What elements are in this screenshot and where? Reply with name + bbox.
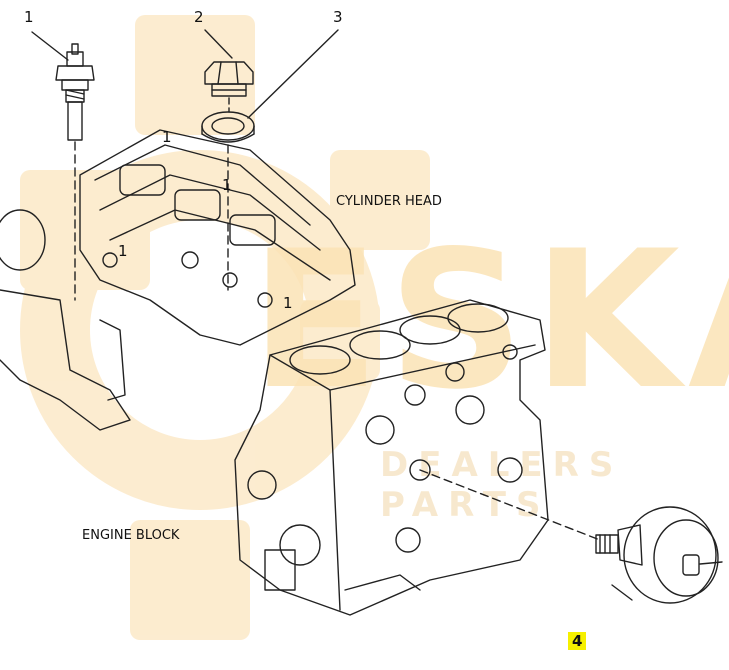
engine-block-label: ENGINE BLOCK — [82, 528, 180, 543]
watermark-subtext: DEALERS PARTS — [380, 445, 624, 525]
cylinder-head-label: CYLINDER HEAD — [336, 194, 442, 209]
callout-4-highlighted: 4 — [568, 632, 587, 650]
callout-2: 2 — [194, 8, 204, 26]
cylinder-head — [0, 129, 356, 431]
callout-3: 3 — [333, 8, 343, 26]
leader-line-4 — [611, 584, 633, 601]
callout-1-head-d: 1 — [283, 294, 293, 312]
leader-line-1 — [31, 31, 69, 61]
oil-pressure-switch-part-4 — [595, 506, 723, 604]
temperature-sender-part-1 — [55, 43, 95, 141]
leader-line-2 — [204, 29, 233, 59]
plug-part-2 — [204, 61, 254, 97]
engine-block — [234, 299, 549, 616]
callout-1-head-c: 1 — [118, 242, 128, 260]
callout-1: 1 — [24, 8, 34, 26]
axis-line-4 — [419, 469, 601, 541]
washer-part-3 — [201, 111, 255, 143]
callout-1-head-b: 1 — [222, 176, 232, 194]
callout-1-head-a: 1 — [162, 128, 172, 146]
leader-line-3 — [247, 29, 339, 119]
